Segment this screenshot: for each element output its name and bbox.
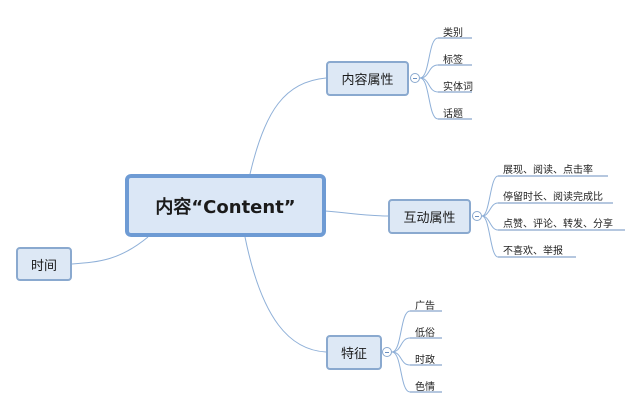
interaction-attr-node[interactable]: 互动属性	[388, 199, 471, 234]
leaf-pornographic[interactable]: 色情	[415, 378, 435, 393]
collapse-icon-features[interactable]	[382, 347, 392, 357]
collapse-icon-content-attr[interactable]	[410, 73, 420, 83]
leaf-label: 展现、阅读、点击率	[503, 165, 593, 176]
leaf-label: 实体词	[443, 82, 473, 93]
leaf-ad[interactable]: 广告	[415, 297, 435, 312]
features-label: 特征	[340, 347, 367, 362]
features-node[interactable]: 特征	[326, 335, 382, 370]
leaf-label: 话题	[443, 109, 463, 120]
leaf-tag[interactable]: 标签	[443, 51, 463, 66]
leaf-label: 类别	[443, 28, 463, 39]
content-attr-label: 内容属性	[341, 73, 394, 88]
leaf-category[interactable]: 类别	[443, 24, 463, 39]
leaf-topic[interactable]: 话题	[443, 105, 463, 120]
time-label: 时间	[30, 258, 57, 274]
leaf-label: 低俗	[415, 328, 435, 339]
interaction-attr-label: 互动属性	[403, 211, 456, 226]
leaf-like-comment-share[interactable]: 点赞、评论、转发、分享	[503, 215, 613, 230]
leaf-entity-word[interactable]: 实体词	[443, 78, 473, 93]
leaf-politics[interactable]: 时政	[415, 351, 435, 366]
content-attr-node[interactable]: 内容属性	[326, 61, 409, 96]
leaf-impression-read-ctr[interactable]: 展现、阅读、点击率	[503, 161, 593, 176]
collapse-icon-interaction-attr[interactable]	[472, 211, 482, 221]
leaf-label: 停留时长、阅读完成比	[503, 192, 603, 203]
root-label: 内容“Content”	[155, 196, 296, 218]
leaf-label: 点赞、评论、转发、分享	[503, 219, 613, 230]
root-node[interactable]: 内容“Content”	[125, 174, 326, 237]
leaf-label: 标签	[443, 55, 463, 66]
time-node[interactable]: 时间	[16, 247, 72, 281]
leaf-dislike-report[interactable]: 不喜欢、举报	[503, 242, 563, 257]
leaf-dwell-completion[interactable]: 停留时长、阅读完成比	[503, 188, 603, 203]
leaf-label: 时政	[415, 355, 435, 366]
leaf-label: 色情	[415, 382, 435, 393]
leaf-label: 不喜欢、举报	[503, 246, 563, 257]
leaf-label: 广告	[415, 301, 435, 312]
leaf-vulgar[interactable]: 低俗	[415, 324, 435, 339]
